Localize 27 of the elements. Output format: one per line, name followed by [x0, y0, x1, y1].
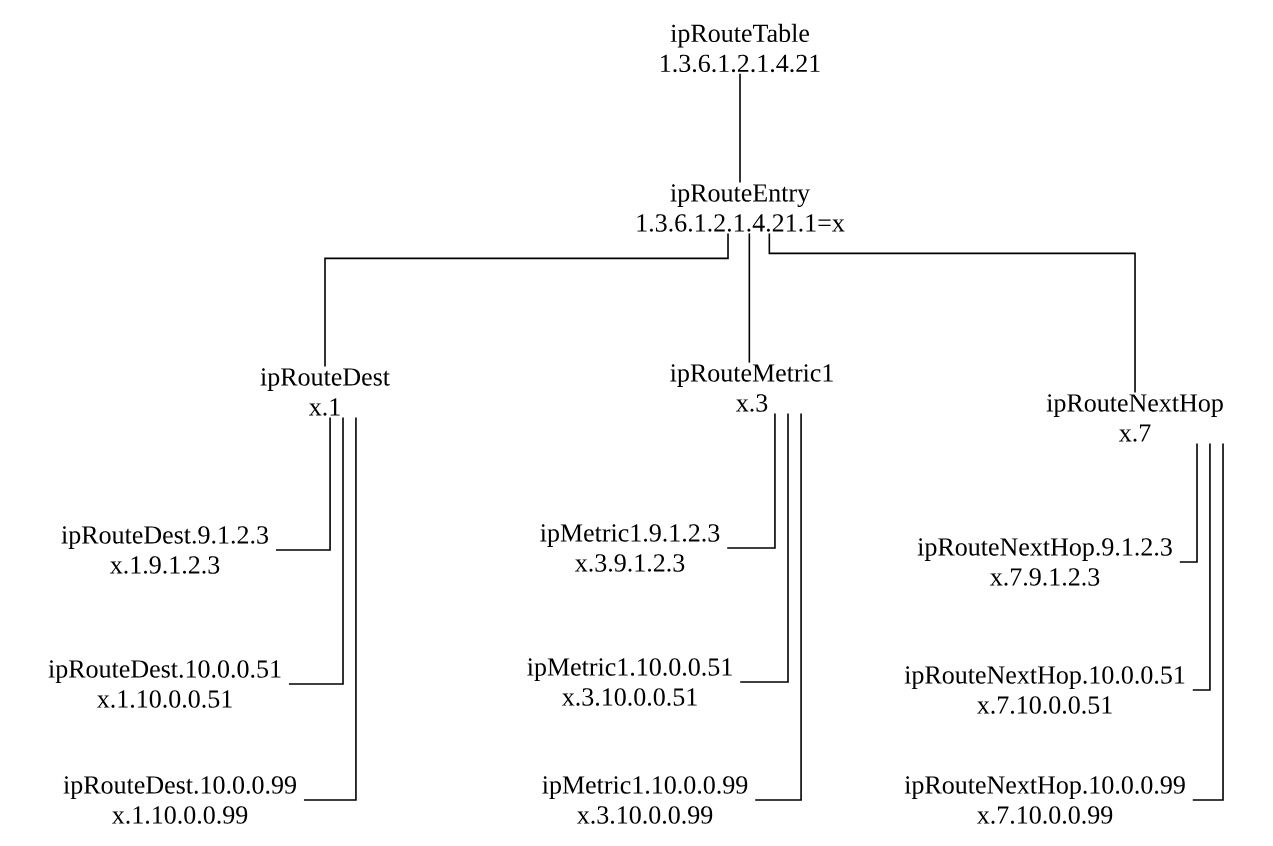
connector-line — [726, 412, 776, 549]
connector-line — [303, 416, 357, 801]
tree-node-label: ipRouteNextHop.10.0.0.99 x.7.10.0.0.99 — [904, 776, 1185, 824]
tree-node-label: ipMetric1.10.0.0.99 x.3.10.0.0.99 — [542, 776, 748, 824]
connector-line — [739, 73, 741, 184]
tree-node-label: ipRouteMetric1 x.3 — [670, 364, 833, 412]
connector-line — [754, 412, 802, 801]
tree-node-label: ipRouteNextHop.10.0.0.51 x.7.10.0.0.51 — [904, 666, 1185, 714]
connector-line — [768, 232, 1136, 394]
connector-line — [324, 232, 729, 368]
tree-node-label: ipRouteEntry 1.3.6.1.2.1.4.21.1=x — [637, 184, 845, 232]
tree-node-label: ipRouteNextHop x.7 — [1046, 394, 1223, 442]
tree-node-label: ipRouteDest.10.0.0.51 x.1.10.0.0.51 — [48, 660, 281, 708]
tree-node-label: ipMetric1.9.1.2.3 x.3.9.1.2.3 — [540, 524, 720, 572]
tree-node-label: ipRouteDest.10.0.0.99 x.1.10.0.0.99 — [63, 776, 296, 824]
tree-node-label: ipRouteTable 1.3.6.1.2.1.4.21 — [661, 23, 820, 73]
connector-line — [1192, 442, 1224, 801]
tree-node-label: ipRouteDest.9.1.2.3 x.1.9.1.2.3 — [61, 526, 268, 574]
connector-line — [1178, 442, 1198, 563]
connector-line — [1192, 442, 1211, 691]
connector-line — [748, 232, 751, 364]
tree-node-label: ipMetric1.10.0.0.51 x.3.10.0.0.51 — [527, 658, 732, 706]
connector-line — [288, 416, 344, 685]
tree-node-label: ipRouteNextHop.9.1.2.3 x.7.9.1.2.3 — [917, 538, 1172, 586]
connector-line — [275, 416, 331, 551]
connector-line — [739, 412, 789, 683]
tree-node-label: ipRouteDest x.1 — [260, 368, 390, 416]
